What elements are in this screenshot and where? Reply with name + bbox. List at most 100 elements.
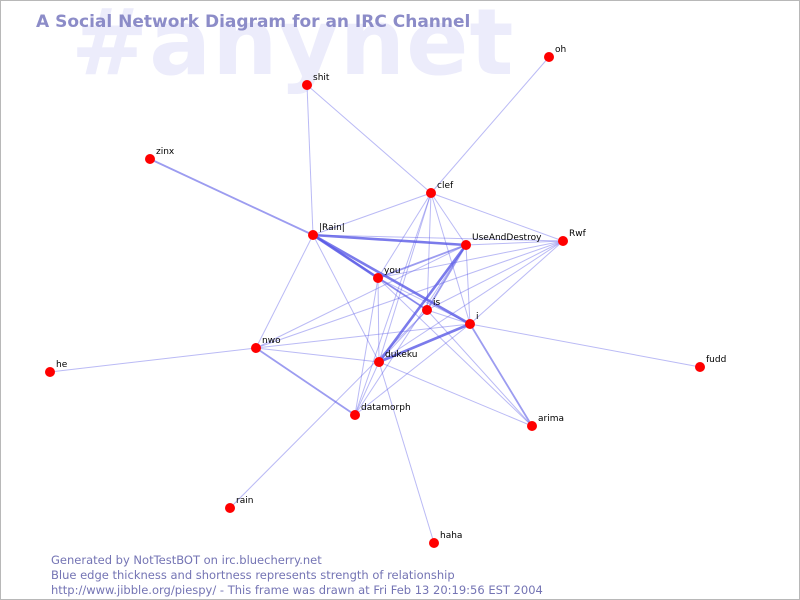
edge-useanddestroy-nwo xyxy=(255,244,467,349)
node-shit: shit xyxy=(302,73,330,90)
node-label: zinx xyxy=(156,147,175,157)
node-layer: oh shit zinx clef |Rain| UseAndDestroy Rwf you i… xyxy=(45,45,726,548)
node-dot xyxy=(374,357,384,367)
edge-rwf-nwo xyxy=(255,240,564,349)
edge-rain_pipe-i xyxy=(312,233,471,326)
edge-dukeku-datamorph xyxy=(354,361,380,416)
footer-generated-by: Generated by NotTestBOT on irc.bluecherr… xyxy=(51,553,322,567)
node-label: Rwf xyxy=(569,229,587,239)
node-dot xyxy=(422,305,432,315)
node-label: datamorph xyxy=(361,403,411,413)
node-dot xyxy=(350,410,360,420)
node-he: he xyxy=(45,360,68,377)
edge-i-arima xyxy=(469,323,533,427)
node-label: nwo xyxy=(262,336,281,346)
edge-clef-datamorph xyxy=(354,192,432,416)
diagram-title: A Social Network Diagram for an IRC Chan… xyxy=(36,12,471,32)
edge-rain_pipe-clef xyxy=(312,192,432,236)
edge-shit-rain_pipe xyxy=(306,84,314,236)
edge-i-datamorph xyxy=(354,323,471,416)
node-label: arima xyxy=(538,414,564,424)
edge-is-i xyxy=(426,309,471,325)
node-i: i xyxy=(465,312,479,329)
node-dukeku: dukeku xyxy=(374,350,417,367)
node-datamorph: datamorph xyxy=(350,403,411,420)
node-zinx: zinx xyxy=(145,147,175,164)
edge-is-arima xyxy=(426,309,533,427)
edge-clef-you xyxy=(377,192,432,279)
node-label: i xyxy=(476,312,479,322)
node-haha: haha xyxy=(429,531,462,548)
node-label: you xyxy=(384,266,401,276)
node-dot xyxy=(251,343,261,353)
node-dot xyxy=(145,154,155,164)
edge-is-rain xyxy=(229,309,428,509)
node-dot xyxy=(302,80,312,90)
edge-you-dukeku xyxy=(377,277,380,363)
node-dot xyxy=(426,188,436,198)
edge-i-fudd xyxy=(469,323,701,368)
edge-useanddestroy-dukeku xyxy=(377,244,468,363)
edge-nwo-datamorph xyxy=(255,347,356,416)
edge-useanddestroy-i xyxy=(465,244,471,325)
node-clef: clef xyxy=(426,181,454,198)
node-label: oh xyxy=(555,45,566,55)
edge-rain_pipe-useanddestroy xyxy=(312,233,467,247)
node-dot xyxy=(558,236,568,246)
footer-credits: http://www.jibble.org/piespy/ - This fra… xyxy=(51,583,543,597)
edge-clef-dukeku xyxy=(378,192,432,363)
node-label: rain xyxy=(236,496,253,506)
node-dot xyxy=(308,230,318,240)
edge-you-arima xyxy=(377,277,533,427)
edge-useanddestroy-rwf xyxy=(465,240,564,246)
edge-clef-i xyxy=(430,192,471,325)
edge-dukeku-nwo xyxy=(255,347,380,363)
node-is: is xyxy=(422,298,441,315)
edge-rwf-dukeku xyxy=(378,240,564,363)
edge-useanddestroy-datamorph xyxy=(354,244,467,416)
edge-i-dukeku xyxy=(378,322,471,364)
edge-is-dukeku xyxy=(378,309,428,363)
edge-dukeku-arima xyxy=(378,361,533,427)
edge-you-is xyxy=(377,277,428,311)
node-label: is xyxy=(433,298,441,308)
edge-clef-is xyxy=(426,192,432,311)
node-label: haha xyxy=(440,531,462,541)
channel-watermark: #anynet xyxy=(71,0,515,96)
edge-rain_pipe-is xyxy=(312,234,428,311)
node-dot xyxy=(544,52,554,62)
edge-rwf-is xyxy=(426,240,564,311)
node-label: shit xyxy=(313,73,330,83)
edge-clef-useanddestroy xyxy=(430,192,467,246)
node-dot xyxy=(429,538,439,548)
node-dot xyxy=(695,362,705,372)
node-rain_pipe: |Rain| xyxy=(308,223,345,240)
node-dot xyxy=(225,503,235,513)
node-arima: arima xyxy=(527,414,564,431)
node-dot xyxy=(465,319,475,329)
edge-layer xyxy=(49,56,701,544)
node-you: you xyxy=(373,266,401,283)
edge-rain_pipe-dukeku xyxy=(312,234,380,363)
edge-useanddestroy-you xyxy=(377,244,467,279)
edge-rwf-i xyxy=(469,240,564,325)
node-label: fudd xyxy=(706,355,726,365)
node-fudd: fudd xyxy=(695,355,726,372)
node-dot xyxy=(373,273,383,283)
edge-dukeku-haha xyxy=(378,361,435,544)
node-dot xyxy=(45,367,55,377)
node-label: |Rain| xyxy=(319,223,345,233)
edge-nwo-he xyxy=(49,347,257,373)
footer: Generated by NotTestBOT on irc.bluecherr… xyxy=(51,553,543,598)
edge-i-nwo xyxy=(255,323,471,349)
node-label: dukeku xyxy=(385,350,417,360)
edge-you-i xyxy=(377,277,471,325)
node-oh: oh xyxy=(544,45,566,62)
edge-zinx-rain_pipe xyxy=(149,158,314,236)
node-label: clef xyxy=(437,181,454,191)
edge-clef-rwf xyxy=(430,192,564,242)
edge-oh-clef xyxy=(430,56,550,194)
node-label: UseAndDestroy xyxy=(472,233,542,243)
